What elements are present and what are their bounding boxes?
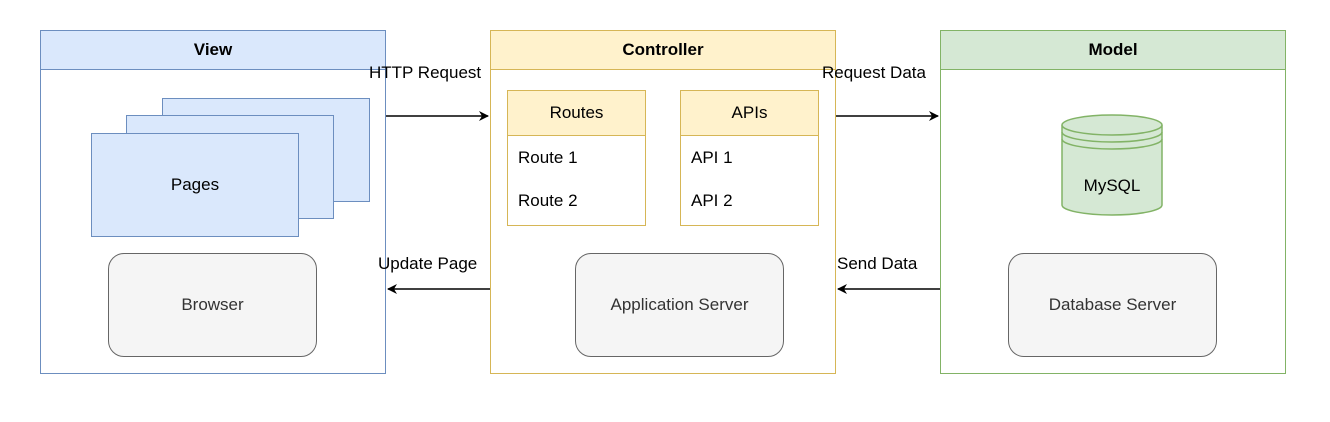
api-item-2[interactable]: API 2 — [691, 190, 733, 210]
pages-node[interactable]: Pages — [91, 133, 299, 237]
request-data-label: Request Data — [822, 63, 926, 82]
view-container: View — [40, 30, 386, 374]
browser-label: Browser — [181, 295, 244, 314]
mysql-label: MySQL — [1084, 176, 1141, 195]
database-server-label: Database Server — [1048, 295, 1177, 314]
route-item-2[interactable]: Route 2 — [518, 190, 578, 210]
application-server-label: Application Server — [610, 295, 749, 314]
routes-list[interactable]: Routes Route 1 Route 2 — [507, 90, 646, 226]
update-page-label: Update Page — [378, 254, 478, 273]
send-data-label: Send Data — [837, 254, 918, 273]
application-server-node[interactable]: Application Server — [575, 253, 784, 357]
browser-node[interactable]: Browser — [108, 253, 317, 357]
http-request-label: HTTP Request — [369, 63, 482, 82]
controller-title: Controller — [491, 31, 835, 70]
model-title: Model — [941, 31, 1285, 70]
routes-header: Routes — [508, 91, 645, 136]
controller-container: Controller — [490, 30, 836, 374]
view-title: View — [41, 31, 385, 70]
api-item-1[interactable]: API 1 — [691, 147, 733, 167]
database-server-node[interactable]: Database Server — [1008, 253, 1217, 357]
route-item-1[interactable]: Route 1 — [518, 147, 578, 167]
model-container: Model — [940, 30, 1286, 374]
apis-list[interactable]: APIs API 1 API 2 — [680, 90, 819, 226]
mysql-database-icon[interactable]: MySQL — [1061, 114, 1163, 216]
apis-header: APIs — [681, 91, 818, 136]
pages-label: Pages — [170, 175, 220, 194]
